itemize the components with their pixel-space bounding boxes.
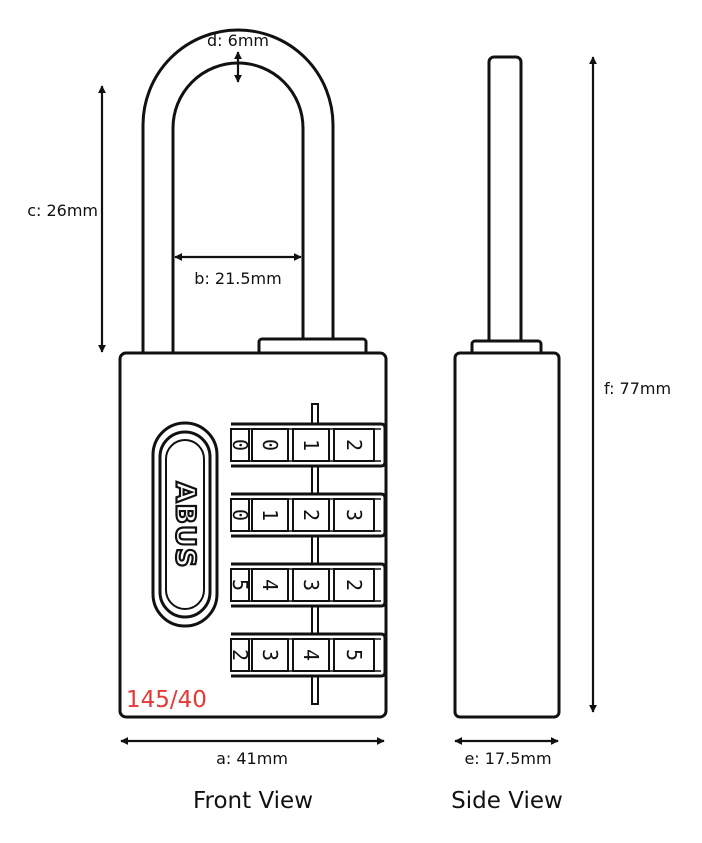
shackle (141, 28, 335, 352)
dim-e-label: e: 17.5mm (464, 749, 551, 768)
dim-d-label: d: 6mm (207, 31, 269, 50)
dial-digit: 4 (299, 649, 323, 661)
dial-digit: 0 (228, 439, 252, 451)
dial-digit: 3 (258, 649, 282, 661)
dial-digit: 0 (228, 509, 252, 521)
dial-digit: 0 (258, 439, 282, 451)
side-view-caption: Side View (451, 788, 563, 814)
side-shackle (487, 55, 523, 359)
dial-segment (292, 638, 330, 672)
dial-axle (311, 403, 319, 705)
brand-logo-text: ABUS (170, 482, 201, 569)
dial-segment (230, 568, 250, 602)
model-number: 145/40 (126, 687, 207, 713)
dial-segment (230, 638, 250, 672)
dial-digit: 4 (258, 579, 282, 591)
dial-segment (333, 568, 375, 602)
dim-c-label: c: 26mm (27, 201, 98, 220)
side-body (453, 351, 561, 719)
dim-f-label: f: 77mm (604, 379, 671, 398)
dial-segment (292, 498, 330, 532)
dial-digit: 2 (228, 649, 252, 661)
dial-segment (230, 428, 250, 462)
dial-segment (333, 428, 375, 462)
dial-digit: 3 (342, 509, 366, 521)
dim-a-label: a: 41mm (216, 749, 288, 768)
dial-segment (292, 428, 330, 462)
dim-b-label: b: 21.5mm (194, 269, 281, 288)
shackle-inner (171, 61, 305, 352)
dial-digit: 5 (342, 649, 366, 661)
dial-segment (251, 638, 289, 672)
dial-digit: 2 (342, 439, 366, 451)
dial-digit: 3 (299, 579, 323, 591)
dial-segment (251, 498, 289, 532)
abus-logo: ABUS (151, 421, 219, 628)
dial-digit: 1 (258, 509, 282, 521)
dial-segment (230, 498, 250, 532)
dial-segment (251, 428, 289, 462)
dial-digit: 1 (299, 439, 323, 451)
dial-digit: 5 (228, 579, 252, 591)
side-view-drawing (453, 55, 561, 719)
dial-digit: 2 (299, 509, 323, 521)
dial-digit: 2 (342, 579, 366, 591)
dial-segment (333, 498, 375, 532)
front-view-caption: Front View (193, 788, 313, 814)
dial-segment (292, 568, 330, 602)
dial-segment (333, 638, 375, 672)
dial-segment (251, 568, 289, 602)
